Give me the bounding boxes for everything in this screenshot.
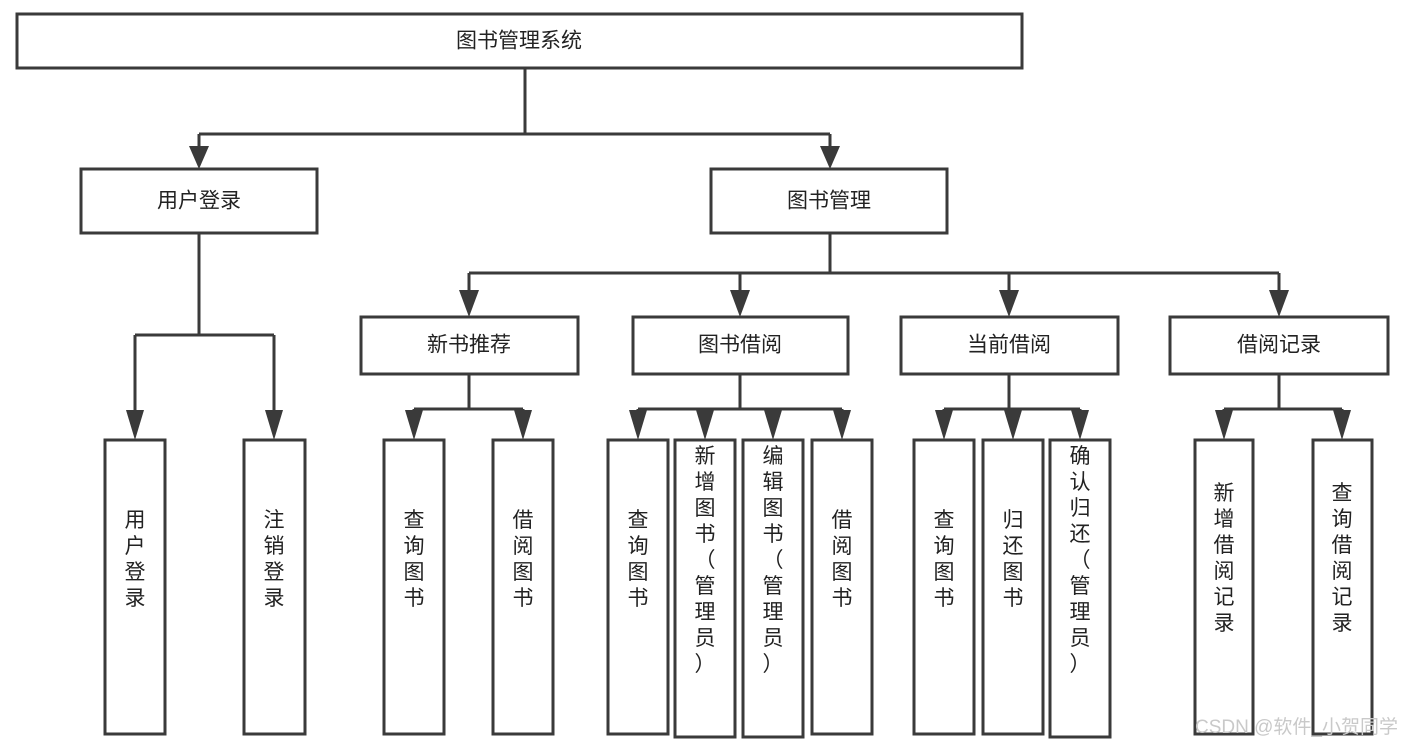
arrow-leaf-add-book <box>696 410 714 440</box>
node-borrow-record-box[interactable] <box>1168 315 1390 376</box>
arrow-leaf-borrow-book-1 <box>514 410 532 440</box>
arrow-leaf-confirm-return <box>1071 410 1089 440</box>
node-leaf-logout-login-label: 注销登录 <box>264 509 285 610</box>
node-root-box[interactable] <box>15 12 1024 70</box>
node-leaf-query-record-label: 查询借阅记录 <box>1332 482 1353 635</box>
node-leaf-add-record[interactable]: 新增借阅记录 <box>1193 438 1255 736</box>
arrow-leaf-add-record <box>1215 410 1233 440</box>
arrow-to-borrow-record <box>1269 290 1289 317</box>
node-leaf-add-record-label: 新增借阅记录 <box>1214 482 1235 635</box>
node-leaf-borrow-book-1-box[interactable] <box>491 438 555 736</box>
node-leaf-add-record-box[interactable] <box>1193 438 1255 736</box>
node-leaf-user-login-label: 用户登录 <box>125 509 146 610</box>
node-leaf-confirm-return[interactable]: 确认归还（管理员） <box>1048 438 1112 739</box>
node-leaf-add-book-label: 新增图书（管理员） <box>695 445 716 676</box>
arrow-leaf-query-record <box>1333 410 1351 440</box>
node-user-login-box[interactable] <box>79 167 319 235</box>
node-current-borrow-box[interactable] <box>899 315 1120 376</box>
node-leaf-query-book-1-label: 查询图书 <box>404 509 425 610</box>
node-leaf-user-login[interactable]: 用户登录 <box>103 438 167 736</box>
node-current-borrow[interactable]: 当前借阅 <box>899 315 1120 376</box>
arrow-leaf-logout-login <box>265 410 283 440</box>
arrow-leaf-borrow-book-2 <box>833 410 851 440</box>
arrow-leaf-user-login <box>126 410 144 440</box>
arrow-to-book-borrow <box>730 290 750 317</box>
node-leaf-borrow-book-1-label: 借阅图书 <box>513 509 534 610</box>
node-root-label: 图书管理系统 <box>456 30 582 53</box>
connector-layer <box>126 68 1351 440</box>
node-leaf-edit-book-label: 编辑图书（管理员） <box>763 445 784 676</box>
arrow-leaf-edit-book <box>764 410 782 440</box>
arrow-to-user-login <box>189 146 209 169</box>
node-book-borrow-label: 图书借阅 <box>698 334 782 357</box>
node-leaf-query-record-box[interactable] <box>1311 438 1374 736</box>
node-leaf-add-book[interactable]: 新增图书（管理员） <box>673 438 737 739</box>
node-leaf-borrow-book-2[interactable]: 借阅图书 <box>810 438 874 736</box>
node-leaf-query-book-1[interactable]: 查询图书 <box>382 438 446 736</box>
node-leaf-query-book-2-label: 查询图书 <box>628 509 649 610</box>
arrow-to-book-management <box>820 146 840 169</box>
node-book-borrow-box[interactable] <box>631 315 850 376</box>
node-borrow-record[interactable]: 借阅记录 <box>1168 315 1390 376</box>
arrow-leaf-query-book-2 <box>629 410 647 440</box>
node-book-management[interactable]: 图书管理 <box>709 167 949 235</box>
node-new-book-recommend-box[interactable] <box>359 315 580 376</box>
node-leaf-return-book-label: 归还图书 <box>1003 509 1024 610</box>
node-book-borrow[interactable]: 图书借阅 <box>631 315 850 376</box>
node-user-login-label: 用户登录 <box>157 190 241 213</box>
node-leaf-user-login-box[interactable] <box>103 438 167 736</box>
arrow-to-current-borrow <box>999 290 1019 317</box>
node-book-management-box[interactable] <box>709 167 949 235</box>
node-leaf-query-book-3-label: 查询图书 <box>934 509 955 610</box>
node-leaf-confirm-return-label: 确认归还（管理员） <box>1070 445 1091 676</box>
node-leaf-edit-book-box[interactable] <box>741 438 805 739</box>
node-leaf-query-book-3-box[interactable] <box>912 438 976 736</box>
node-borrow-record-label: 借阅记录 <box>1237 334 1321 357</box>
node-leaf-query-book-1-box[interactable] <box>382 438 446 736</box>
node-leaf-borrow-book-2-label: 借阅图书 <box>832 509 853 610</box>
node-leaf-logout-login[interactable]: 注销登录 <box>242 438 307 736</box>
node-leaf-confirm-return-box[interactable] <box>1048 438 1112 739</box>
node-leaf-return-book-box[interactable] <box>981 438 1045 736</box>
node-leaf-borrow-book-2-box[interactable] <box>810 438 874 736</box>
node-leaf-query-record[interactable]: 查询借阅记录 <box>1311 438 1374 736</box>
arrow-leaf-query-book-1 <box>405 410 423 440</box>
node-leaf-add-book-box[interactable] <box>673 438 737 739</box>
node-current-borrow-label: 当前借阅 <box>967 334 1051 357</box>
node-leaf-query-book-3[interactable]: 查询图书 <box>912 438 976 736</box>
node-new-book-recommend[interactable]: 新书推荐 <box>359 315 580 376</box>
arrow-to-new-book-recommend <box>459 290 479 317</box>
node-leaf-query-book-2[interactable]: 查询图书 <box>606 438 670 736</box>
arrow-leaf-return-book <box>1004 410 1022 440</box>
node-leaf-borrow-book-1[interactable]: 借阅图书 <box>491 438 555 736</box>
arrow-leaf-query-book-3 <box>935 410 953 440</box>
node-leaf-return-book[interactable]: 归还图书 <box>981 438 1045 736</box>
node-leaf-edit-book[interactable]: 编辑图书（管理员） <box>741 438 805 739</box>
node-user-login[interactable]: 用户登录 <box>79 167 319 235</box>
csdn-watermark: CSDN @软件_小贺同学 <box>1195 716 1398 738</box>
node-root[interactable]: 图书管理系统 <box>15 12 1024 70</box>
node-leaf-query-book-2-box[interactable] <box>606 438 670 736</box>
node-book-management-label: 图书管理 <box>787 190 871 213</box>
node-leaf-logout-login-box[interactable] <box>242 438 307 736</box>
node-new-book-recommend-label: 新书推荐 <box>427 334 511 357</box>
